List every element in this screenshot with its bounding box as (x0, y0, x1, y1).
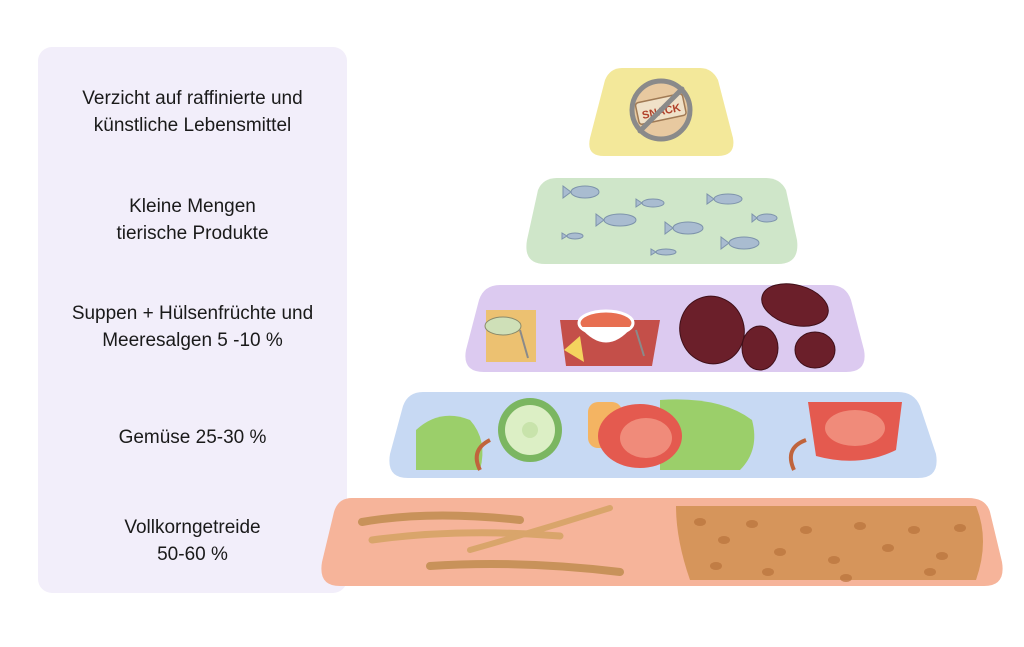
label-refined-foods: Verzicht auf raffinierte und künstliche … (38, 85, 347, 139)
fish-icon (635, 198, 665, 208)
label-line: Kleine Mengen (129, 196, 256, 217)
tier-snack: SNACK (589, 68, 734, 156)
fish-icon (664, 221, 704, 235)
grain-icon (676, 506, 983, 582)
cucumber-icon (474, 398, 562, 471)
label-line: Vollkorngetreide (124, 517, 261, 538)
fish-icon (650, 248, 677, 256)
fish-icon (561, 232, 584, 240)
label-line: künstliche Lebensmittel (93, 115, 292, 136)
tier-legumes (465, 283, 865, 372)
bean-icon (679, 295, 745, 365)
label-line: Verzicht auf raffinierte und (82, 88, 303, 109)
fish-icon (562, 185, 600, 199)
bean-icon (741, 325, 779, 371)
label-soups-legumes: Suppen + Hülsenfrüchte und Meeresalgen 5… (38, 300, 347, 354)
label-line: 50-60 % (157, 544, 228, 565)
bean-icon (761, 283, 829, 327)
label-line: tierische Produkte (116, 223, 269, 244)
label-vegetables: Gemüse 25-30 % (38, 424, 347, 451)
tomato-icon (789, 402, 902, 471)
wheat-icon (358, 505, 624, 576)
fish-icon (720, 236, 760, 250)
beans (679, 283, 836, 371)
labels-panel: Verzicht auf raffinierte und künstliche … (38, 47, 347, 593)
lettuce-icon (416, 415, 483, 470)
bean-icon (794, 331, 836, 369)
lettuce-icon (660, 399, 755, 470)
label-line: Suppen + Hülsenfrüchte und (71, 303, 314, 324)
tier-grains (321, 498, 1003, 586)
fish-icon (706, 193, 743, 205)
no-snack-icon: SNACK (629, 78, 693, 142)
label-line: Gemüse 25-30 % (118, 427, 267, 448)
tomato-icon (598, 404, 682, 468)
label-line: Meeresalgen 5 -10 % (102, 330, 283, 351)
soup-bowl-icon (484, 310, 536, 362)
tier-fish (526, 178, 798, 264)
soup-bowl-icon (560, 309, 660, 366)
fish-icon (751, 212, 778, 224)
tier-vegetables (389, 392, 937, 478)
label-animal-products: Kleine Mengen tierische Produkte (38, 193, 347, 247)
label-whole-grains: Vollkorngetreide 50-60 % (38, 514, 347, 568)
fish-icon (595, 213, 637, 227)
